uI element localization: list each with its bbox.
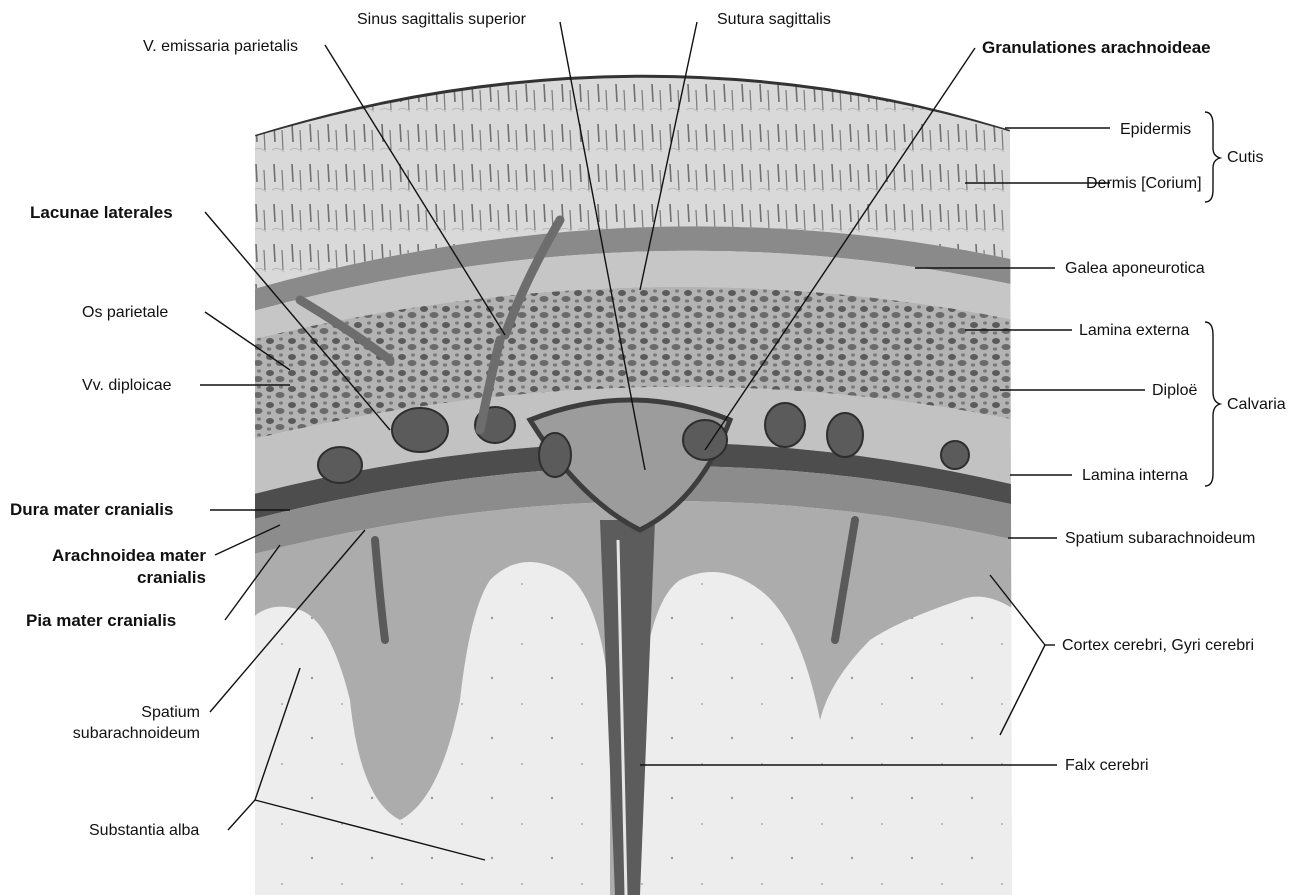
label-epidermis: Epidermis (1120, 120, 1191, 139)
label-falx-cerebri: Falx cerebri (1065, 756, 1149, 775)
label-diploe: Diploë (1152, 381, 1197, 400)
label-arachnoidea-mater-line1: Arachnoidea mater (18, 546, 206, 565)
label-cortex-cerebri: Cortex cerebri, Gyri cerebri (1062, 636, 1254, 655)
label-spatium-subarachnoideum-right: Spatium subarachnoideum (1065, 529, 1255, 548)
label-sutura-sagittalis: Sutura sagittalis (717, 10, 831, 29)
label-dermis: Dermis [Corium] (1086, 174, 1202, 193)
label-spatium-subarachnoideum-left-line2: subarachnoideum (60, 724, 200, 743)
label-arachnoidea-mater-line2: cranialis (18, 568, 206, 587)
label-calvaria: Calvaria (1227, 395, 1286, 414)
label-lacunae-laterales: Lacunae laterales (30, 203, 173, 222)
label-dura-mater-cranialis: Dura mater cranialis (10, 500, 173, 519)
label-lamina-externa: Lamina externa (1079, 321, 1189, 340)
label-spatium-subarachnoideum-left-line1: Spatium (60, 703, 200, 722)
label-cutis: Cutis (1227, 148, 1263, 167)
label-v-emissaria-parietalis: V. emissaria parietalis (143, 37, 298, 56)
label-os-parietale: Os parietale (82, 303, 168, 322)
label-pia-mater-cranialis: Pia mater cranialis (26, 611, 176, 630)
label-lamina-interna: Lamina interna (1082, 466, 1188, 485)
label-vv-diploicae: Vv. diploicae (82, 376, 172, 395)
anatomy-drawing (250, 76, 1020, 895)
label-substantia-alba: Substantia alba (89, 821, 199, 840)
label-galea-aponeurotica: Galea aponeurotica (1065, 259, 1205, 278)
label-granulationes-arachnoideae: Granulationes arachnoideae (982, 38, 1211, 57)
label-sinus-sagittalis-superior: Sinus sagittalis superior (357, 10, 526, 29)
